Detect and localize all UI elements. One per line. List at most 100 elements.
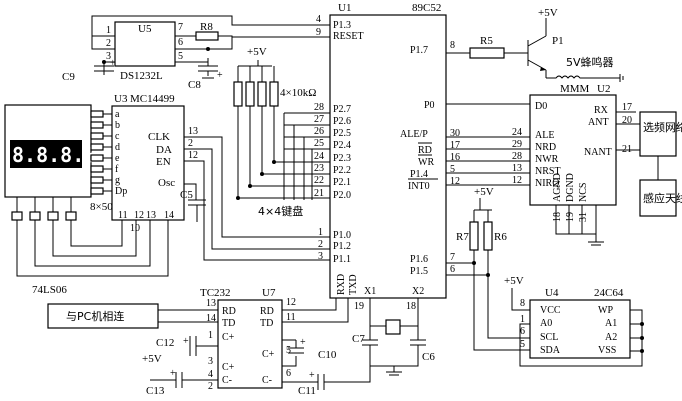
r5-resistor: [469, 47, 505, 59]
svg-text:3: 3: [106, 51, 111, 62]
svg-text:RD: RD: [260, 306, 274, 317]
u1-ref: U1: [338, 2, 351, 14]
r8-label: R8: [200, 21, 213, 33]
svg-text:d: d: [115, 142, 120, 153]
u1-pin-p27: P2.7: [333, 104, 351, 115]
u1-pin-p17: P1.7: [410, 45, 428, 56]
svg-text:19: 19: [565, 212, 576, 222]
svg-text:+: +: [309, 370, 315, 381]
keypad-bus: 4×4键盘: [236, 112, 330, 218]
svg-text:+: +: [300, 337, 306, 348]
i2c-pullups: +5V R7 R6: [446, 186, 530, 351]
svg-text:SDA: SDA: [540, 345, 561, 356]
svg-text:D0: D0: [535, 101, 547, 112]
u1-pin-p12: P1.2: [333, 241, 351, 252]
u1-right-pin-numbers: 8 30 17 16 5 12 7 6 19 18: [354, 40, 460, 312]
u1-part: 89C52: [412, 2, 441, 14]
svg-text:18: 18: [406, 301, 416, 312]
u1-pin-p16: P1.6: [410, 254, 428, 265]
svg-text:C12: C12: [156, 337, 174, 349]
svg-text:5: 5: [450, 164, 455, 175]
svg-text:6: 6: [450, 264, 455, 275]
svg-text:12: 12: [286, 297, 296, 308]
svg-text:A1: A1: [605, 318, 617, 329]
u1-left-pin-numbers: 4 9 28 27 26 25 24 23 22 21 1 2 3: [314, 14, 324, 262]
svg-text:7: 7: [178, 22, 183, 33]
r6-label: R6: [494, 231, 507, 243]
u3-part: MC14499: [130, 93, 175, 105]
buzzer-driver: R5 +5V P1 5V蜂鸣器: [446, 7, 624, 82]
svg-text:NIRQ: NIRQ: [535, 178, 560, 189]
u1-pin-rxd: RXD: [336, 274, 347, 295]
svg-text:1: 1: [106, 25, 111, 36]
svg-text:5: 5: [286, 345, 291, 356]
svg-text:1: 1: [318, 227, 323, 238]
vcc-label-rnet: +5V: [247, 46, 267, 58]
svg-text:17: 17: [622, 102, 632, 113]
svg-text:NRD: NRD: [535, 142, 556, 153]
svg-text:3: 3: [318, 251, 323, 262]
svg-text:AGND: AGND: [552, 173, 563, 202]
svg-text:C+: C+: [222, 362, 235, 373]
svg-text:14: 14: [164, 210, 174, 221]
svg-text:+: +: [170, 368, 176, 379]
svg-text:NANT: NANT: [584, 147, 612, 158]
u1-pin-p24: P2.4: [333, 140, 351, 151]
pc-link: 与PC机相连: [47, 303, 218, 329]
svg-text:24: 24: [512, 127, 522, 138]
svg-text:12: 12: [134, 210, 144, 221]
svg-text:A0: A0: [540, 318, 552, 329]
svg-text:RX: RX: [594, 105, 609, 116]
svg-text:21: 21: [314, 188, 324, 199]
c5-capacitor: C5: [180, 189, 206, 222]
svg-text:WP: WP: [598, 305, 613, 316]
svg-text:NCS: NCS: [578, 183, 589, 202]
u1-pin-wr: WR: [418, 157, 434, 168]
vcc-label-i2c: +5V: [474, 186, 494, 198]
r8-resistor: [195, 31, 219, 41]
u1-pin-p26: P2.6: [333, 116, 351, 127]
svg-text:23: 23: [314, 163, 324, 174]
svg-text:25: 25: [314, 138, 324, 149]
tuning-label: 选频网络: [643, 120, 682, 134]
svg-text:29: 29: [512, 139, 522, 150]
u5-ref: U5: [138, 23, 152, 35]
svg-text:DGND: DGND: [565, 173, 576, 202]
ls06-buffers: 74LS06: [11, 197, 169, 296]
vcc-label-p1: +5V: [538, 7, 558, 19]
svg-text:16: 16: [450, 152, 460, 163]
svg-text:3: 3: [208, 356, 213, 367]
u7-part: TC232: [200, 287, 231, 299]
u2-ref: U2: [597, 83, 610, 95]
svg-text:NWR: NWR: [535, 154, 559, 165]
svg-text:11: 11: [286, 312, 296, 323]
svg-text:C5: C5: [180, 189, 193, 201]
svg-text:19: 19: [354, 301, 364, 312]
svg-text:6: 6: [520, 326, 525, 337]
c9-capacitor: C9 +: [62, 58, 116, 83]
svg-text:30: 30: [450, 128, 460, 139]
svg-text:13: 13: [146, 210, 156, 221]
vcc-label-c13: +5V: [142, 353, 162, 365]
svg-text:22: 22: [314, 175, 324, 186]
c8-capacitor: C8 +: [188, 58, 223, 91]
display-digits: 8.8.8.8: [12, 143, 96, 167]
svg-text:31: 31: [578, 212, 589, 222]
u1-pin-rd: RD: [418, 145, 432, 156]
u1-pin-p13: P1.3: [333, 20, 351, 31]
svg-text:f: f: [115, 164, 119, 175]
u5-watchdog: U5 DS1232L 1 2 3 7 6 5 R8: [91, 15, 330, 82]
svg-text:NRST: NRST: [535, 166, 561, 177]
u1-pin-x2: X2: [412, 286, 424, 297]
u1-pin-p15: P1.5: [410, 266, 428, 277]
svg-text:RD: RD: [222, 306, 236, 317]
svg-text:13: 13: [188, 126, 198, 137]
svg-text:11: 11: [118, 210, 128, 221]
svg-text:C6: C6: [422, 351, 435, 363]
svg-text:12: 12: [512, 175, 522, 186]
svg-text:28: 28: [512, 151, 522, 162]
svg-text:20: 20: [622, 115, 632, 126]
svg-text:27: 27: [314, 114, 324, 125]
svg-text:6: 6: [286, 368, 291, 379]
u3-mcu-wiring: [184, 136, 330, 261]
